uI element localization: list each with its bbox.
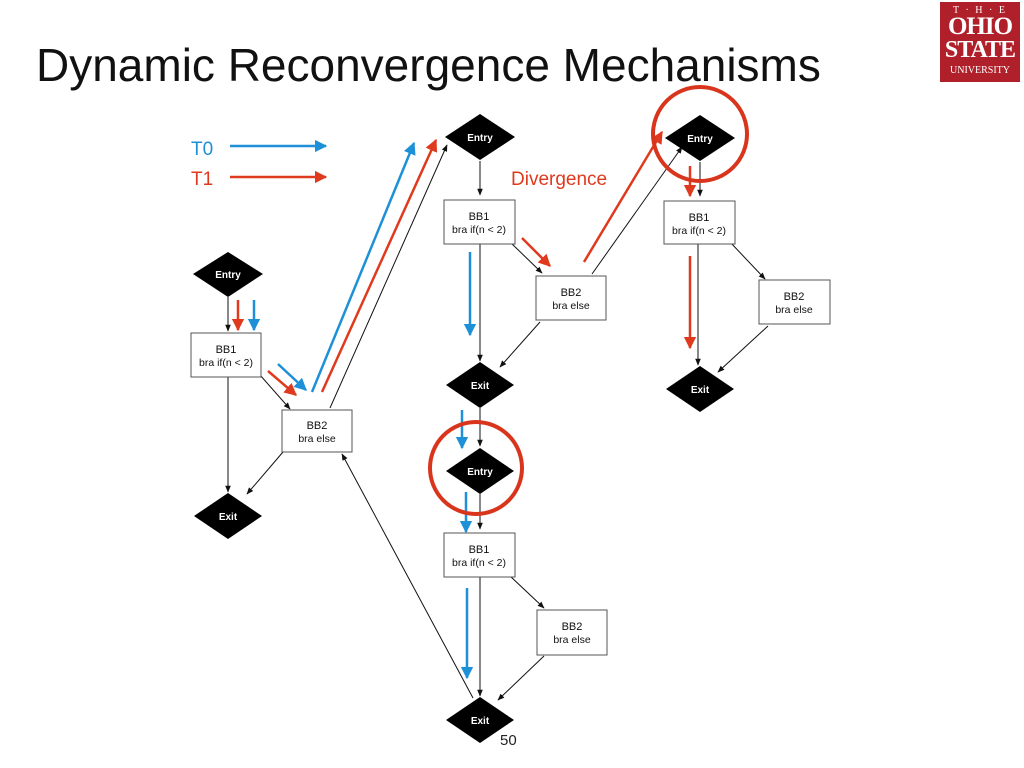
svg-text:BB1: BB1 (469, 544, 490, 556)
entry-node: Entry (446, 448, 514, 494)
svg-text:Exit: Exit (219, 512, 238, 523)
svg-text:Exit: Exit (471, 381, 490, 392)
bb1-node: BB1 bra if(n < 2) (190, 332, 262, 378)
svg-text:BB2: BB2 (562, 621, 583, 633)
svg-text:bra else: bra else (298, 433, 336, 445)
bb2-node: BB2 bra else (536, 609, 608, 656)
svg-text:Entry: Entry (687, 134, 713, 145)
logo-line-state: STATE (944, 37, 1016, 63)
exit-node: Exit (446, 362, 514, 408)
svg-text:bra else: bra else (775, 304, 813, 316)
legend-t1-label: T1 (191, 169, 213, 190)
svg-text:Entry: Entry (215, 270, 241, 281)
svg-text:BB1: BB1 (689, 212, 710, 224)
svg-text:Entry: Entry (467, 467, 493, 478)
svg-text:bra if(n < 2): bra if(n < 2) (452, 224, 506, 236)
divergence-label: Divergence (511, 169, 607, 190)
slide-title: Dynamic Reconvergence Mechanisms (36, 39, 821, 91)
svg-text:bra if(n < 2): bra if(n < 2) (672, 225, 726, 237)
bb1-node: BB1 bra if(n < 2) (443, 199, 516, 245)
svg-text:BB2: BB2 (307, 420, 328, 432)
t1-trace (231, 130, 697, 396)
legend-t0-label: T0 (191, 139, 213, 160)
logo-line-the: T · H · E (953, 5, 1007, 16)
exit-node: Exit (194, 493, 262, 539)
entry-node: Entry (193, 252, 263, 297)
svg-text:bra if(n < 2): bra if(n < 2) (199, 357, 253, 369)
t0-trace (247, 141, 477, 680)
svg-text:BB1: BB1 (216, 344, 237, 356)
ohio-state-logo: T · H · E OHIO STATE UNIVERSITY (940, 2, 1020, 82)
reconvergence-circle-upper (651, 85, 749, 183)
svg-text:BB2: BB2 (561, 287, 582, 299)
page-number: 50 (500, 732, 517, 749)
bb2-node: BB2 bra else (758, 279, 831, 325)
svg-text:Exit: Exit (691, 385, 710, 396)
svg-text:BB1: BB1 (469, 211, 490, 223)
svg-text:Entry: Entry (467, 133, 493, 144)
reconvergence-circle-lower (428, 420, 524, 516)
svg-text:bra if(n < 2): bra if(n < 2) (452, 557, 506, 569)
exit-node: Exit (446, 697, 514, 743)
svg-text:Exit: Exit (471, 716, 490, 727)
logo-line-university: UNIVERSITY (950, 65, 1010, 76)
svg-text:BB2: BB2 (784, 291, 805, 303)
bb2-node: BB2 bra else (281, 409, 353, 453)
svg-text:bra else: bra else (553, 634, 591, 646)
logo-line-ohio: OHIO (947, 13, 1013, 40)
bb1-node: BB1 bra if(n < 2) (443, 532, 516, 578)
svg-text:bra else: bra else (552, 300, 590, 312)
entry-node: Entry (665, 115, 735, 161)
bb1-node: BB1 bra if(n < 2) (663, 200, 736, 245)
exit-node: Exit (666, 366, 734, 412)
entry-node: Entry (445, 114, 515, 160)
bb2-node: BB2 bra else (535, 275, 607, 321)
